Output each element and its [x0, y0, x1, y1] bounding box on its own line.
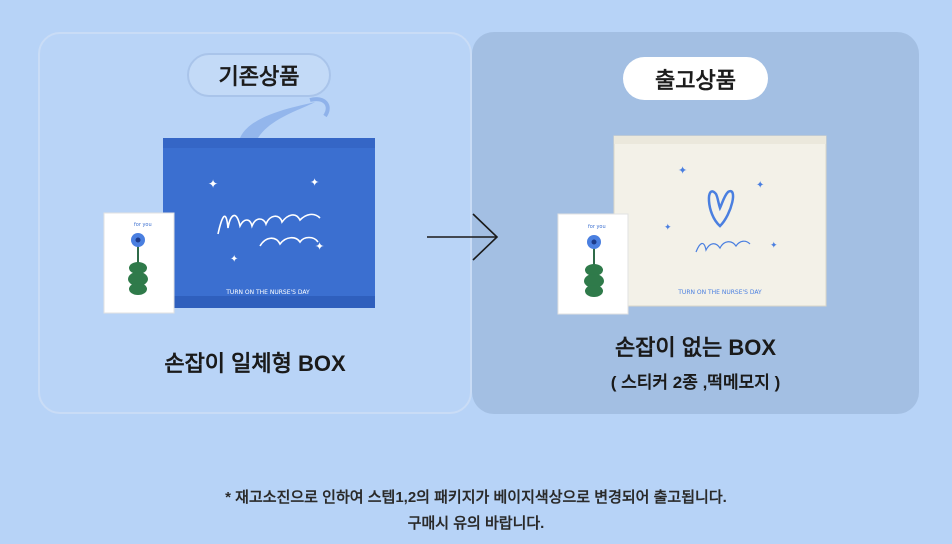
- svg-text:✦: ✦: [770, 241, 778, 251]
- svg-text:✦: ✦: [678, 164, 687, 177]
- svg-text:✦: ✦: [230, 254, 238, 265]
- svg-text:✦: ✦: [664, 223, 672, 233]
- shipping-product-badge: 출고상품: [623, 57, 768, 100]
- notice-line-1: * 재고소진으로 인하여 스텝1,2의 패키지가 베이지색상으로 변경되어 출고…: [225, 489, 727, 506]
- box-tagline: TURN ON THE NURSE'S DAY: [225, 289, 310, 296]
- beige-box-image: ✦ ✦ ✦ ✦ TURN ON THE NURSE'S DAY for you: [557, 135, 827, 315]
- svg-text:for you: for you: [134, 222, 152, 228]
- svg-text:for you: for you: [588, 224, 606, 230]
- existing-product-caption: 손잡이 일체형 BOX: [164, 351, 346, 376]
- svg-text:✦: ✦: [310, 176, 319, 189]
- shipping-product-caption: 손잡이 없는 BOX: [614, 335, 777, 360]
- svg-text:✦: ✦: [208, 177, 218, 191]
- existing-product-badge: 기존상품: [187, 53, 331, 97]
- arrow-right-icon: [427, 213, 499, 261]
- blue-box-image: ✦ ✦ ✦ ✦ TURN ON THE NURSE'S DAY for you: [103, 97, 375, 314]
- svg-text:TURN ON THE NURSE'S DAY: TURN ON THE NURSE'S DAY: [677, 289, 762, 296]
- shipping-product-subcaption: ( 스티커 2종 ,떡메모지 ): [610, 373, 781, 392]
- svg-text:✦: ✦: [315, 240, 324, 253]
- notice-line-2: 구매시 유의 바랍니다.: [407, 515, 545, 532]
- svg-text:✦: ✦: [756, 180, 764, 191]
